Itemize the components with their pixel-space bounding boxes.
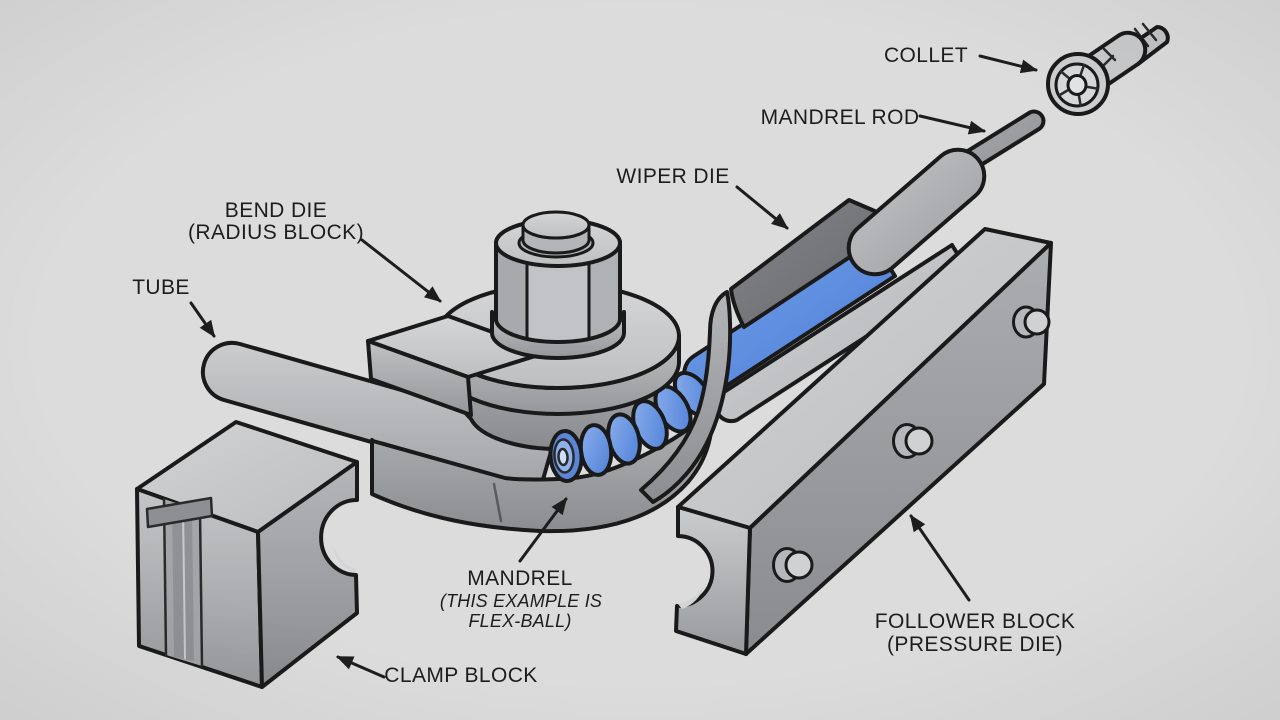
vignette-overlay [0,0,1280,720]
diagram-canvas: TUBE BEND DIE (RADIUS BLOCK) WIPER DIE M… [0,0,1280,720]
tube-bending-diagram: TUBE BEND DIE (RADIUS BLOCK) WIPER DIE M… [0,0,1280,720]
